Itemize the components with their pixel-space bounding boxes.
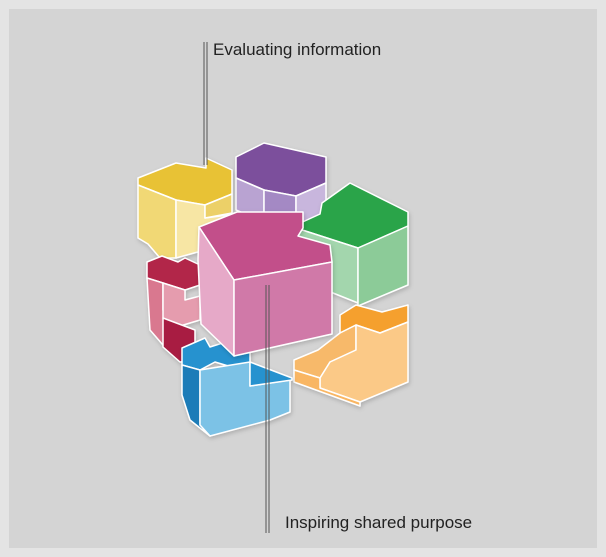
- leader-line-bottom: [265, 285, 270, 533]
- label-evaluating-information: Evaluating information: [213, 40, 382, 59]
- piece-magenta-cube: [197, 211, 333, 357]
- leader-line-top: [203, 42, 208, 165]
- piece-orange: [293, 304, 409, 407]
- label-inspiring-shared-purpose: Inspiring shared purpose: [285, 513, 473, 532]
